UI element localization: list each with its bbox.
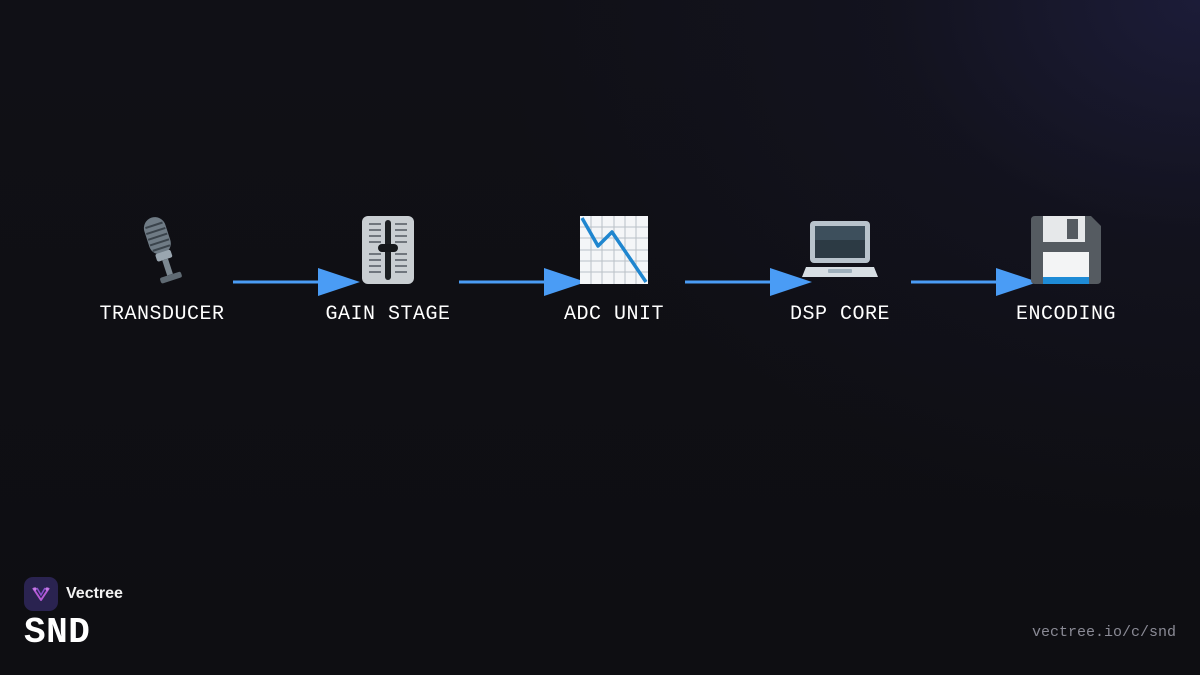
node-label: ADC UNIT [563,303,664,326]
level-slider-icon [298,205,478,289]
node-dsp-core: DSP CORE [750,205,930,326]
microphone-icon [72,205,252,289]
node-label: ENCODING [1015,303,1116,326]
node-label: DSP CORE [789,303,890,326]
vectree-logo-icon [24,577,58,611]
node-label: TRANSDUCER [99,303,225,326]
node-transducer: TRANSDUCER [72,205,252,326]
laptop-icon [750,205,930,289]
footer-url: vectree.io/c/snd [1031,624,1176,641]
node-label: GAIN STAGE [325,303,451,326]
brand: Vectree [24,577,123,611]
floppy-disk-icon [976,205,1156,289]
node-adc-unit: ADC UNIT [524,205,704,326]
brand-name: Vectree [66,585,123,602]
node-gain-stage: GAIN STAGE [298,205,478,326]
node-encoding: ENCODING [976,205,1156,326]
course-code: SND [24,612,91,653]
chart-decreasing-icon [524,205,704,289]
